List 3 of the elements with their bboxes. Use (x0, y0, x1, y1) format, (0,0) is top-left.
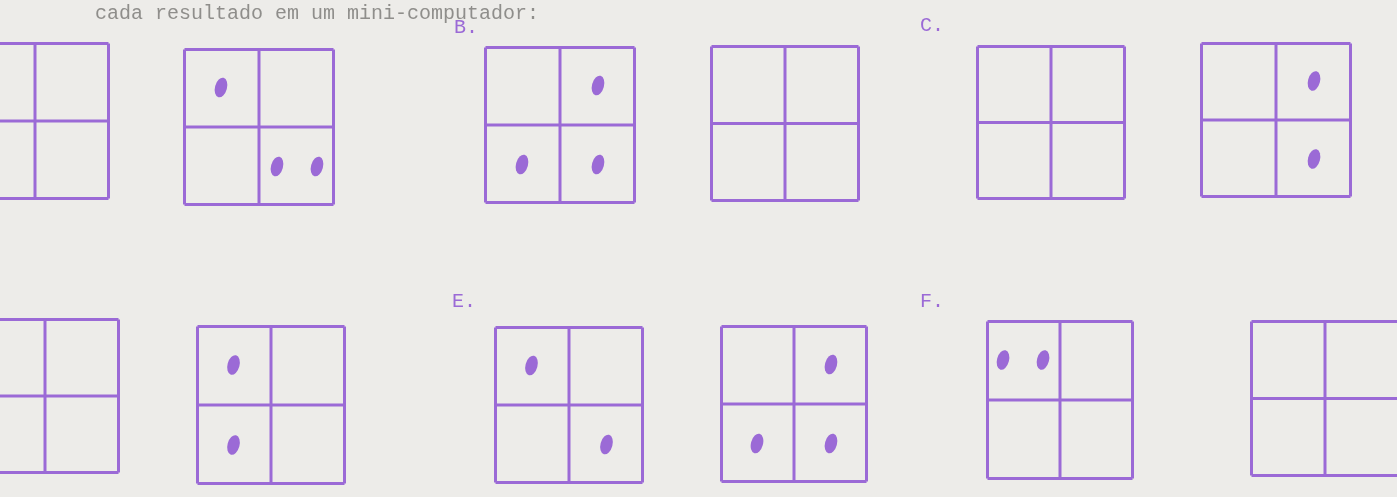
exercise-letter: E. (452, 290, 476, 313)
exercise-letter: C. (920, 14, 944, 37)
exercise-letter: F. (920, 290, 944, 313)
